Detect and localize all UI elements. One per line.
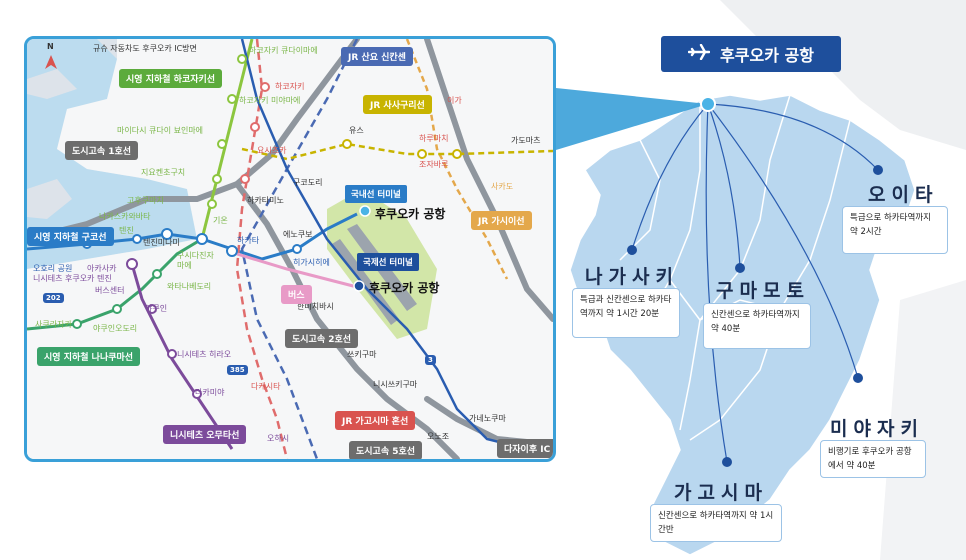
- airport-banner-title: 후쿠오카 공항: [720, 46, 814, 65]
- label-higashi-hie: 히가시히에: [293, 258, 330, 267]
- label-etsuko: 에노쿠보: [283, 230, 313, 239]
- note-kagoshima: 신칸센으로 하카타역까지 약 1시간반: [650, 504, 782, 542]
- road-385: 385: [227, 365, 248, 375]
- label-watanabe: 와타나베도리: [167, 282, 212, 291]
- road-3: 3: [425, 355, 436, 365]
- airport-banner: 후쿠오카 공항: [661, 36, 841, 72]
- city-oita: 오이타: [868, 184, 939, 206]
- label-yakuin-odori: 야쿠인오도리: [93, 324, 138, 333]
- city-miyazaki: 미야자키: [830, 418, 924, 440]
- label-nishizasshonokuma: 니시쓰키구마: [373, 380, 418, 389]
- label-minami-fukuoka: 한미치바시: [297, 302, 334, 311]
- tag-kuko-line: 시영 지하철 구코선: [27, 227, 114, 246]
- label-ohashi: 오하시: [267, 434, 290, 443]
- label-hakozaki: 하코자키: [275, 82, 305, 91]
- label-hakozaki-kyudai: 하코자키 큐다이마에: [249, 46, 318, 55]
- city-kumamoto: 구마모토: [716, 280, 810, 302]
- label-nakasu: 나카스카와바타: [99, 212, 151, 221]
- airport-marker: [700, 96, 716, 112]
- label-sakado: 사카도: [491, 182, 514, 191]
- note-oita: 특급으로 하카타역까지 약 2시간: [842, 206, 948, 254]
- fukuoka-inset-map: N 규슈 자동차도 후쿠오카 IC방면 하코자키 큐다이마에 하코자키 하코자키…: [24, 36, 556, 462]
- label-sakurazaka: 사쿠라자카: [35, 320, 72, 329]
- tag-kashii-line: JR 가시이선: [471, 211, 532, 230]
- label-takeshita: 다케시타: [251, 382, 281, 391]
- terminal-domestic: 국내선 터미널: [345, 185, 407, 203]
- label-hakozaki-miyajima: 하코자키 미야마에: [239, 96, 301, 105]
- label-kushida: 구시다진자 마에: [177, 251, 214, 270]
- tag-hakozaki-line: 시영 지하철 하코자키선: [119, 69, 223, 88]
- road-202: 202: [43, 293, 64, 303]
- label-ohori: 오호리 공원: [33, 264, 73, 273]
- tag-omuta-line: 니시테츠 오무타선: [163, 425, 247, 444]
- label-chojabaru: 조자바루: [419, 160, 449, 169]
- label-nishitetsu-tenjin: 니시테츠 후쿠오카 텐진: [33, 274, 112, 283]
- tag-bus: 버스: [281, 285, 312, 304]
- tag-nanakuma-line: 시영 지하철 나나쿠마선: [37, 347, 141, 366]
- label-kaneno: 가네노쿠마: [469, 414, 506, 423]
- compass-north: N: [47, 42, 54, 51]
- label-kotobuki: 고후쿠마치: [127, 196, 164, 205]
- label-kadomatsu: 가도마츠: [511, 136, 541, 145]
- label-tenjin-minami: 텐진미나미: [143, 238, 180, 247]
- label-kyushu-ic: 규슈 자동차도 후쿠오카 IC방면: [93, 44, 197, 53]
- label-maidashi: 마이다시 큐다이 뵤인마에: [117, 126, 204, 135]
- airplane-icon: [687, 43, 711, 64]
- note-nagasaki: 특급과 신칸센으로 하카타역까지 약 1시간 20분: [572, 288, 680, 338]
- label-yoshizuka: 요시즈카: [257, 146, 287, 155]
- tag-kagoshima-line: JR 가고시마 혼선: [335, 411, 416, 430]
- tag-sanyo-shinkansen: JR 산요 신칸센: [341, 47, 413, 66]
- inset-map-graphics: [27, 39, 553, 459]
- tag-expressway-1: 도시고속 1호선: [65, 141, 139, 160]
- label-zasshonokuma: 쓰키구마: [347, 350, 377, 359]
- label-tenjin: 텐진: [119, 226, 134, 235]
- label-onojo: 오노조: [427, 432, 450, 441]
- label-akasaka: 아카사카: [87, 264, 117, 273]
- label-takamiya: 다카미야: [195, 388, 225, 397]
- label-nishitetsu-hirao: 니시테츠 히라오: [177, 350, 232, 359]
- airport-domestic-label: 후쿠오카 공항: [375, 207, 446, 221]
- label-harumachi: 하루마치: [419, 134, 449, 143]
- label-hakatamino: 하카타미노: [247, 196, 284, 205]
- note-miyazaki: 비행기로 후쿠오카 공항에서 약 40분: [820, 440, 926, 478]
- label-gion: 기온: [213, 216, 228, 225]
- label-bus-center: 버스센터: [95, 286, 125, 295]
- label-dazaifu-ic: 다자이후 IC: [497, 439, 553, 458]
- label-yakuin: 야쿠인: [145, 304, 168, 313]
- city-kagoshima: 가고시마: [674, 482, 768, 504]
- tag-sasaguri-line: JR 사사구리선: [363, 95, 432, 114]
- tag-expressway-2: 도시고속 2호선: [285, 329, 359, 348]
- label-yusu: 유스: [349, 126, 364, 135]
- city-nagasaki: 나가사키: [585, 266, 679, 288]
- note-kumamoto: 신칸센으로 하카타역까지 약 40분: [703, 303, 811, 349]
- label-hakata: 하카타: [237, 236, 260, 245]
- label-chiyo: 지요켄초구치: [141, 168, 186, 177]
- label-ijiri: 이가: [447, 96, 462, 105]
- airport-international-label: 후쿠오카 공항: [369, 281, 440, 295]
- label-kashii: 구코도리: [293, 178, 323, 187]
- tag-expressway-5: 도시고속 5호선: [349, 441, 423, 459]
- terminal-international: 국제선 터미널: [357, 253, 419, 271]
